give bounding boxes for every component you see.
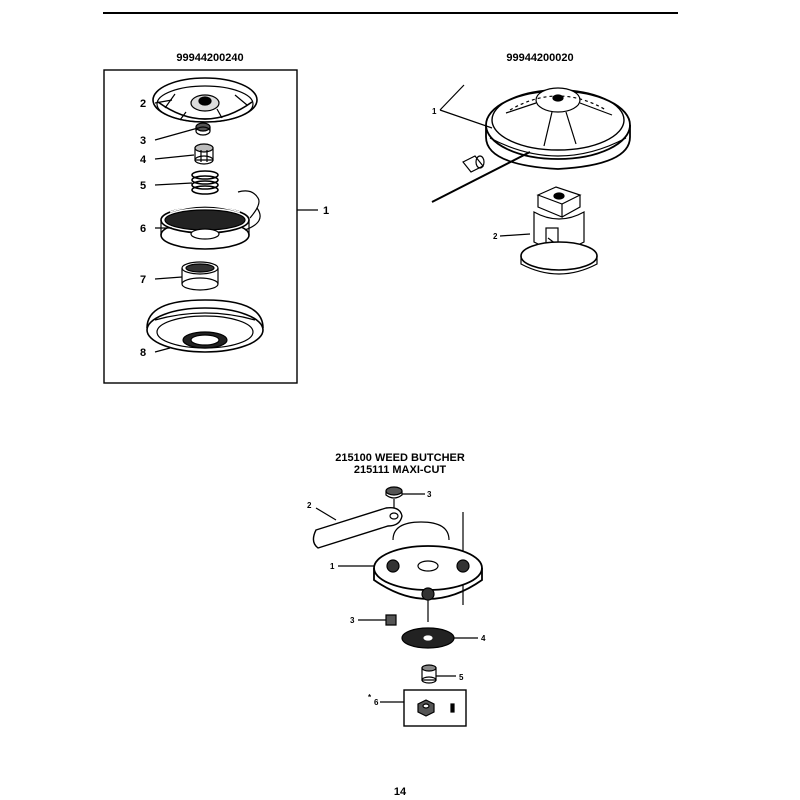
part-nut <box>194 143 214 165</box>
callout-3: 3 <box>140 135 146 147</box>
part-locknut <box>421 664 437 684</box>
part-wrench <box>312 506 403 549</box>
part-top-cover <box>152 77 258 123</box>
diagram-bottom-callouts: 3 2 1 3 4 5 * 6 <box>307 490 486 707</box>
callout-1: 1 <box>432 107 437 116</box>
diagram-right <box>431 84 631 275</box>
callout-4: 4 <box>140 154 147 166</box>
callout-3-lower: 3 <box>350 616 355 625</box>
page-number: 14 <box>393 786 407 798</box>
part-housing <box>146 299 264 353</box>
diagram-right-title: 99944200020 <box>506 52 574 64</box>
part-kit-card <box>403 689 467 727</box>
callout-6: 6 <box>140 223 146 235</box>
kit-frame <box>103 69 298 384</box>
diagram-left-title: 99944200240 <box>176 52 244 64</box>
diagram-bottom <box>312 486 483 727</box>
part-reel <box>485 87 631 170</box>
part-eyelet <box>181 261 219 291</box>
part-hub <box>520 186 598 275</box>
callout-2: 2 <box>307 501 312 510</box>
part-pin <box>462 155 485 173</box>
diagram-bottom-title-line2: 215111 MAXI-CUT <box>353 464 447 476</box>
part-top-bolt <box>385 486 403 508</box>
part-trimmer-line <box>431 151 531 203</box>
top-rule <box>103 12 678 14</box>
part-hub-housing <box>373 512 483 622</box>
diagram-left-callouts: 2 3 4 5 6 7 8 1 <box>140 98 329 359</box>
callout-3-top: 3 <box>427 490 432 499</box>
callout-8: 8 <box>140 347 146 359</box>
callout-6: 6 <box>374 698 379 707</box>
callout-7: 7 <box>140 274 146 286</box>
callout-asterisk: * <box>368 693 372 702</box>
callout-5: 5 <box>140 180 146 192</box>
callout-5: 5 <box>459 673 464 682</box>
part-spool <box>160 190 261 250</box>
part-washer <box>401 627 455 649</box>
part-bolt <box>195 122 211 136</box>
part-spring <box>191 170 219 195</box>
part-small-nut <box>385 614 397 626</box>
callout-4: 4 <box>481 634 486 643</box>
diagram-bottom-title-line1: 215100 WEED BUTCHER <box>335 452 465 464</box>
diagram-left <box>103 69 318 384</box>
callout-1: 1 <box>330 562 335 571</box>
callout-2: 2 <box>493 232 498 241</box>
callout-2: 2 <box>140 98 146 110</box>
callout-1: 1 <box>323 205 329 217</box>
diagram-right-callouts: 1 2 <box>432 107 498 241</box>
